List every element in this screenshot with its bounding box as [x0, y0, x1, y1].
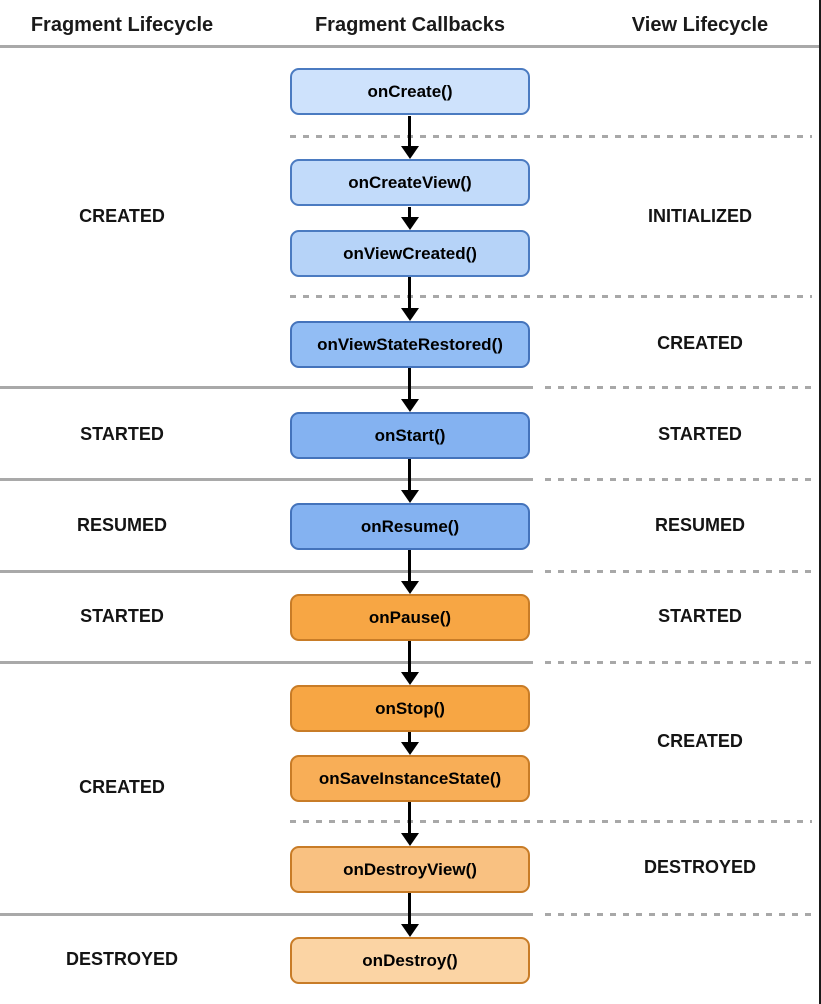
callback-label: onCreate() — [367, 81, 453, 101]
callback-label: onSaveInstanceState() — [318, 768, 502, 788]
callback-box-oncreateview: onCreateView() — [290, 159, 530, 206]
view-divider-dashed-4 — [545, 478, 812, 481]
callback-label: onCreateView() — [348, 172, 472, 192]
arrowhead-icon-10 — [401, 924, 419, 937]
arrowhead-icon-1 — [401, 146, 419, 159]
arrowhead-icon-2 — [401, 217, 419, 230]
arrowhead-icon-6 — [401, 581, 419, 594]
callback-label: onStart() — [374, 425, 446, 445]
fragment-divider-solid-3 — [0, 570, 533, 573]
arrowhead-icon-8 — [401, 742, 419, 755]
view-state-destroyed: DESTROYED — [643, 857, 757, 877]
fragment-state-created-2: CREATED — [79, 777, 165, 797]
arrowhead-icon-3 — [401, 308, 419, 321]
arrowhead-icon-9 — [401, 833, 419, 846]
fragment-divider-solid-5 — [0, 913, 533, 916]
view-state-resumed: RESUMED — [654, 515, 745, 535]
flow-arrow-shaft-5 — [408, 459, 411, 492]
callback-label: onResume() — [360, 516, 460, 536]
fragment-state-started-1: STARTED — [80, 424, 164, 444]
arrowhead-icon-4 — [401, 399, 419, 412]
view-state-started-2: STARTED — [658, 606, 742, 626]
fragment-state-destroyed: DESTROYED — [65, 949, 179, 969]
flow-arrow-shaft-9 — [408, 802, 411, 835]
view-state-started-1: STARTED — [658, 424, 742, 444]
fragment-state-created-1: CREATED — [79, 206, 165, 226]
column-header-fragment-callbacks: Fragment Callbacks — [314, 14, 506, 36]
view-state-created-1: CREATED — [657, 333, 743, 353]
header-divider-line — [0, 45, 821, 48]
callback-label: onViewStateRestored() — [317, 334, 503, 354]
flow-arrow-shaft-2 — [408, 207, 411, 219]
view-state-initialized: INITIALIZED — [648, 206, 752, 226]
callback-box-onpause: onPause() — [290, 594, 530, 641]
flow-arrow-shaft-8 — [408, 732, 411, 744]
callback-label: onPause() — [368, 607, 452, 627]
callback-box-oncreate: onCreate() — [290, 68, 530, 115]
callback-box-onviewcreated: onViewCreated() — [290, 230, 530, 277]
callback-box-onviewstaterestored: onViewStateRestored() — [290, 321, 530, 368]
fragment-state-started-2: STARTED — [80, 606, 164, 626]
flow-arrow-shaft-3 — [408, 277, 411, 310]
callback-box-onsaveinstancestate: onSaveInstanceState() — [290, 755, 530, 802]
screen-right-edge-line — [819, 0, 821, 1004]
callback-box-onresume: onResume() — [290, 503, 530, 550]
view-divider-dashed-7 — [290, 820, 812, 823]
view-divider-dashed-6 — [545, 661, 812, 664]
fragment-state-resumed: RESUMED — [76, 515, 167, 535]
view-divider-dashed-8 — [545, 913, 812, 916]
callback-label: onDestroy() — [362, 950, 458, 970]
flow-arrow-shaft-1 — [408, 116, 411, 148]
fragment-divider-solid-2 — [0, 478, 533, 481]
flow-arrow-shaft-7 — [408, 641, 411, 674]
callback-box-ondestroy: onDestroy() — [290, 937, 530, 984]
flow-arrow-shaft-10 — [408, 893, 411, 926]
fragment-divider-solid-4 — [0, 661, 533, 664]
callback-box-ondestroyview: onDestroyView() — [290, 846, 530, 893]
view-state-created-2: CREATED — [657, 731, 743, 751]
flow-arrow-shaft-4 — [408, 368, 411, 401]
view-divider-dashed-2 — [290, 295, 812, 298]
callback-label: onStop() — [375, 698, 445, 718]
view-divider-dashed-1 — [290, 135, 812, 138]
callback-label: onViewCreated() — [343, 243, 477, 263]
callback-label: onDestroyView() — [343, 859, 477, 879]
flow-arrow-shaft-6 — [408, 550, 411, 583]
callback-box-onstop: onStop() — [290, 685, 530, 732]
callback-box-onstart: onStart() — [290, 412, 530, 459]
view-divider-dashed-3 — [545, 386, 812, 389]
column-header-view-lifecycle: View Lifecycle — [631, 14, 769, 36]
fragment-divider-solid-1 — [0, 386, 533, 389]
arrowhead-icon-5 — [401, 490, 419, 503]
column-header-fragment-lifecycle: Fragment Lifecycle — [30, 14, 214, 36]
arrowhead-icon-7 — [401, 672, 419, 685]
view-divider-dashed-5 — [545, 570, 812, 573]
